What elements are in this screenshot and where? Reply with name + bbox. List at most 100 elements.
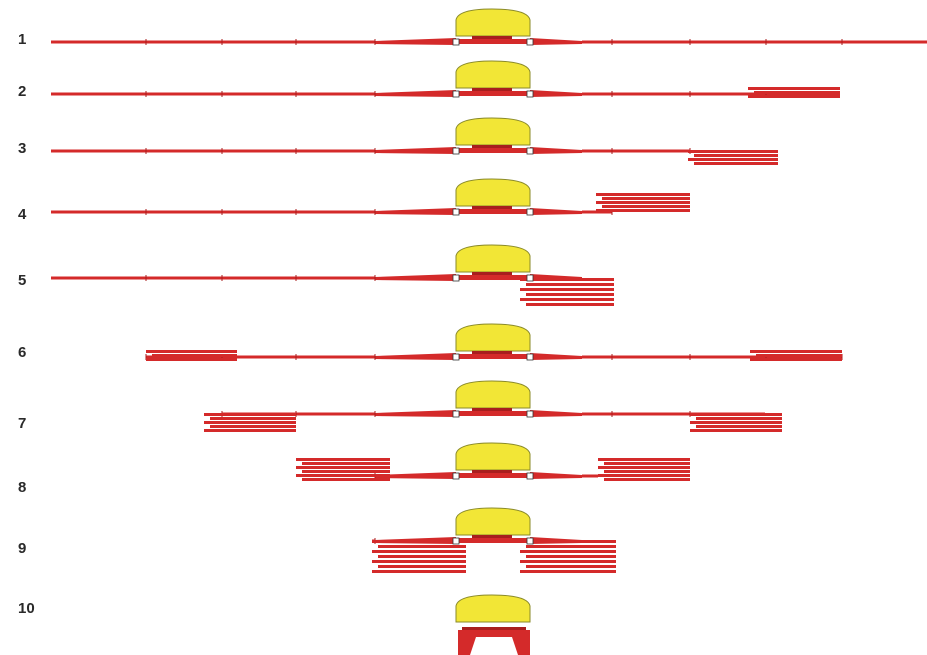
folded-boom-bar: [526, 565, 616, 568]
center-section: [456, 411, 530, 416]
center-frame: [472, 145, 512, 148]
boom-hinge-tick: [689, 91, 691, 97]
folding-steps: [51, 8, 927, 655]
left-inner-section: [375, 208, 456, 215]
step-6-sprayer: [145, 323, 843, 361]
folded-boom-bar: [378, 555, 466, 558]
folded-boom-bar: [598, 474, 690, 477]
hinge-joint: [526, 410, 534, 418]
hinge-joint: [526, 537, 534, 545]
center-section: [456, 91, 530, 96]
boom-center-bar: [462, 627, 526, 630]
folded-boom-bar: [598, 458, 690, 461]
step-10-sprayer: [455, 594, 531, 655]
boom-hinge-tick: [221, 275, 223, 281]
boom-hinge-tick: [611, 354, 613, 360]
boom-hinge-tick: [295, 39, 297, 45]
boom-hinge-tick: [295, 275, 297, 281]
folded-boom-bar: [604, 462, 690, 465]
center-section: [456, 275, 530, 280]
folded-boom-bar: [210, 425, 296, 428]
step-label-7: 7: [18, 415, 26, 432]
step-1-sprayer: [51, 8, 927, 46]
boom-hinge-tick: [295, 209, 297, 215]
hinge-joint: [452, 274, 460, 282]
tank: [455, 117, 531, 146]
folded-boom-bar: [372, 540, 466, 543]
center-frame: [472, 535, 512, 538]
center-frame: [472, 272, 512, 275]
boom-hinge-tick: [841, 39, 843, 45]
center-frame: [472, 470, 512, 473]
left-inner-section: [375, 147, 456, 154]
boom-hinge-tick: [295, 148, 297, 154]
left-outer-boom: [222, 412, 375, 416]
tank: [455, 380, 531, 409]
folded-boom-bar: [302, 478, 390, 481]
folded-boom-bar: [378, 565, 466, 568]
boom-hinge-tick: [611, 148, 613, 154]
right-outer-boom: [582, 149, 690, 153]
step-label-4: 4: [18, 206, 27, 223]
hinge-joint: [452, 410, 460, 418]
folded-boom-bar: [302, 470, 390, 473]
tank: [455, 323, 531, 352]
folded-boom-bar: [604, 470, 690, 473]
folded-boom-bar: [372, 550, 466, 553]
step-label-9: 9: [18, 540, 26, 557]
boom-hinge-tick: [374, 354, 376, 360]
folded-boom-bar: [690, 429, 782, 432]
center-section: [456, 39, 530, 44]
folded-boom-bar: [520, 570, 616, 573]
right-inner-section: [530, 353, 582, 360]
hinge-joint: [526, 208, 534, 216]
folded-boom-bar: [296, 474, 390, 477]
right-inner-section: [530, 410, 582, 417]
step-8-sprayer: [296, 442, 690, 481]
boom-hinge-tick: [295, 354, 297, 360]
boom-hinge-tick: [611, 39, 613, 45]
folded-boom-bar: [688, 158, 778, 161]
folded-boom-bar: [146, 358, 237, 361]
folded-boom-bar: [596, 201, 690, 204]
folded-boom-bar: [520, 298, 614, 301]
folded-boom-bar: [152, 354, 237, 357]
folded-boom-bar: [750, 350, 842, 353]
folded-boom-bar: [748, 87, 840, 90]
hinge-joint: [526, 274, 534, 282]
left-inner-section: [375, 472, 456, 479]
boom-hinge-tick: [765, 39, 767, 45]
boom-hinge-tick: [374, 148, 376, 154]
left-outer-boom: [51, 149, 375, 153]
boom-hinge-tick: [689, 354, 691, 360]
right-inner-section: [530, 90, 582, 97]
folded-boom-bar: [378, 545, 466, 548]
hinge-joint: [452, 38, 460, 46]
tank: [455, 8, 531, 37]
boom-hinge-tick: [145, 209, 147, 215]
folded-boom-bar: [296, 458, 390, 461]
right-inner-section: [530, 208, 582, 215]
folded-boom-bar: [754, 91, 840, 94]
step-label-2: 2: [18, 83, 26, 100]
boom-hinge-tick: [145, 91, 147, 97]
center-frame: [472, 408, 512, 411]
folded-boom-bar: [526, 303, 614, 306]
boom-hinge-tick: [374, 411, 376, 417]
step-4-sprayer: [51, 178, 690, 216]
folded-boom-bar: [520, 288, 614, 291]
hinge-joint: [452, 537, 460, 545]
step-9-sprayer: [372, 507, 616, 573]
tank: [455, 178, 531, 207]
folded-boom-bar: [748, 95, 840, 98]
hinge-joint: [526, 353, 534, 361]
folded-boom-bar: [690, 421, 782, 424]
folded-boom-bar: [204, 421, 296, 424]
folded-boom-bar: [756, 354, 842, 357]
step-label-3: 3: [18, 140, 26, 157]
boom-hinge-tick: [221, 39, 223, 45]
folded-boom-bar: [696, 425, 782, 428]
folded-boom-bar: [210, 417, 296, 420]
folded-boom-bar: [694, 162, 778, 165]
